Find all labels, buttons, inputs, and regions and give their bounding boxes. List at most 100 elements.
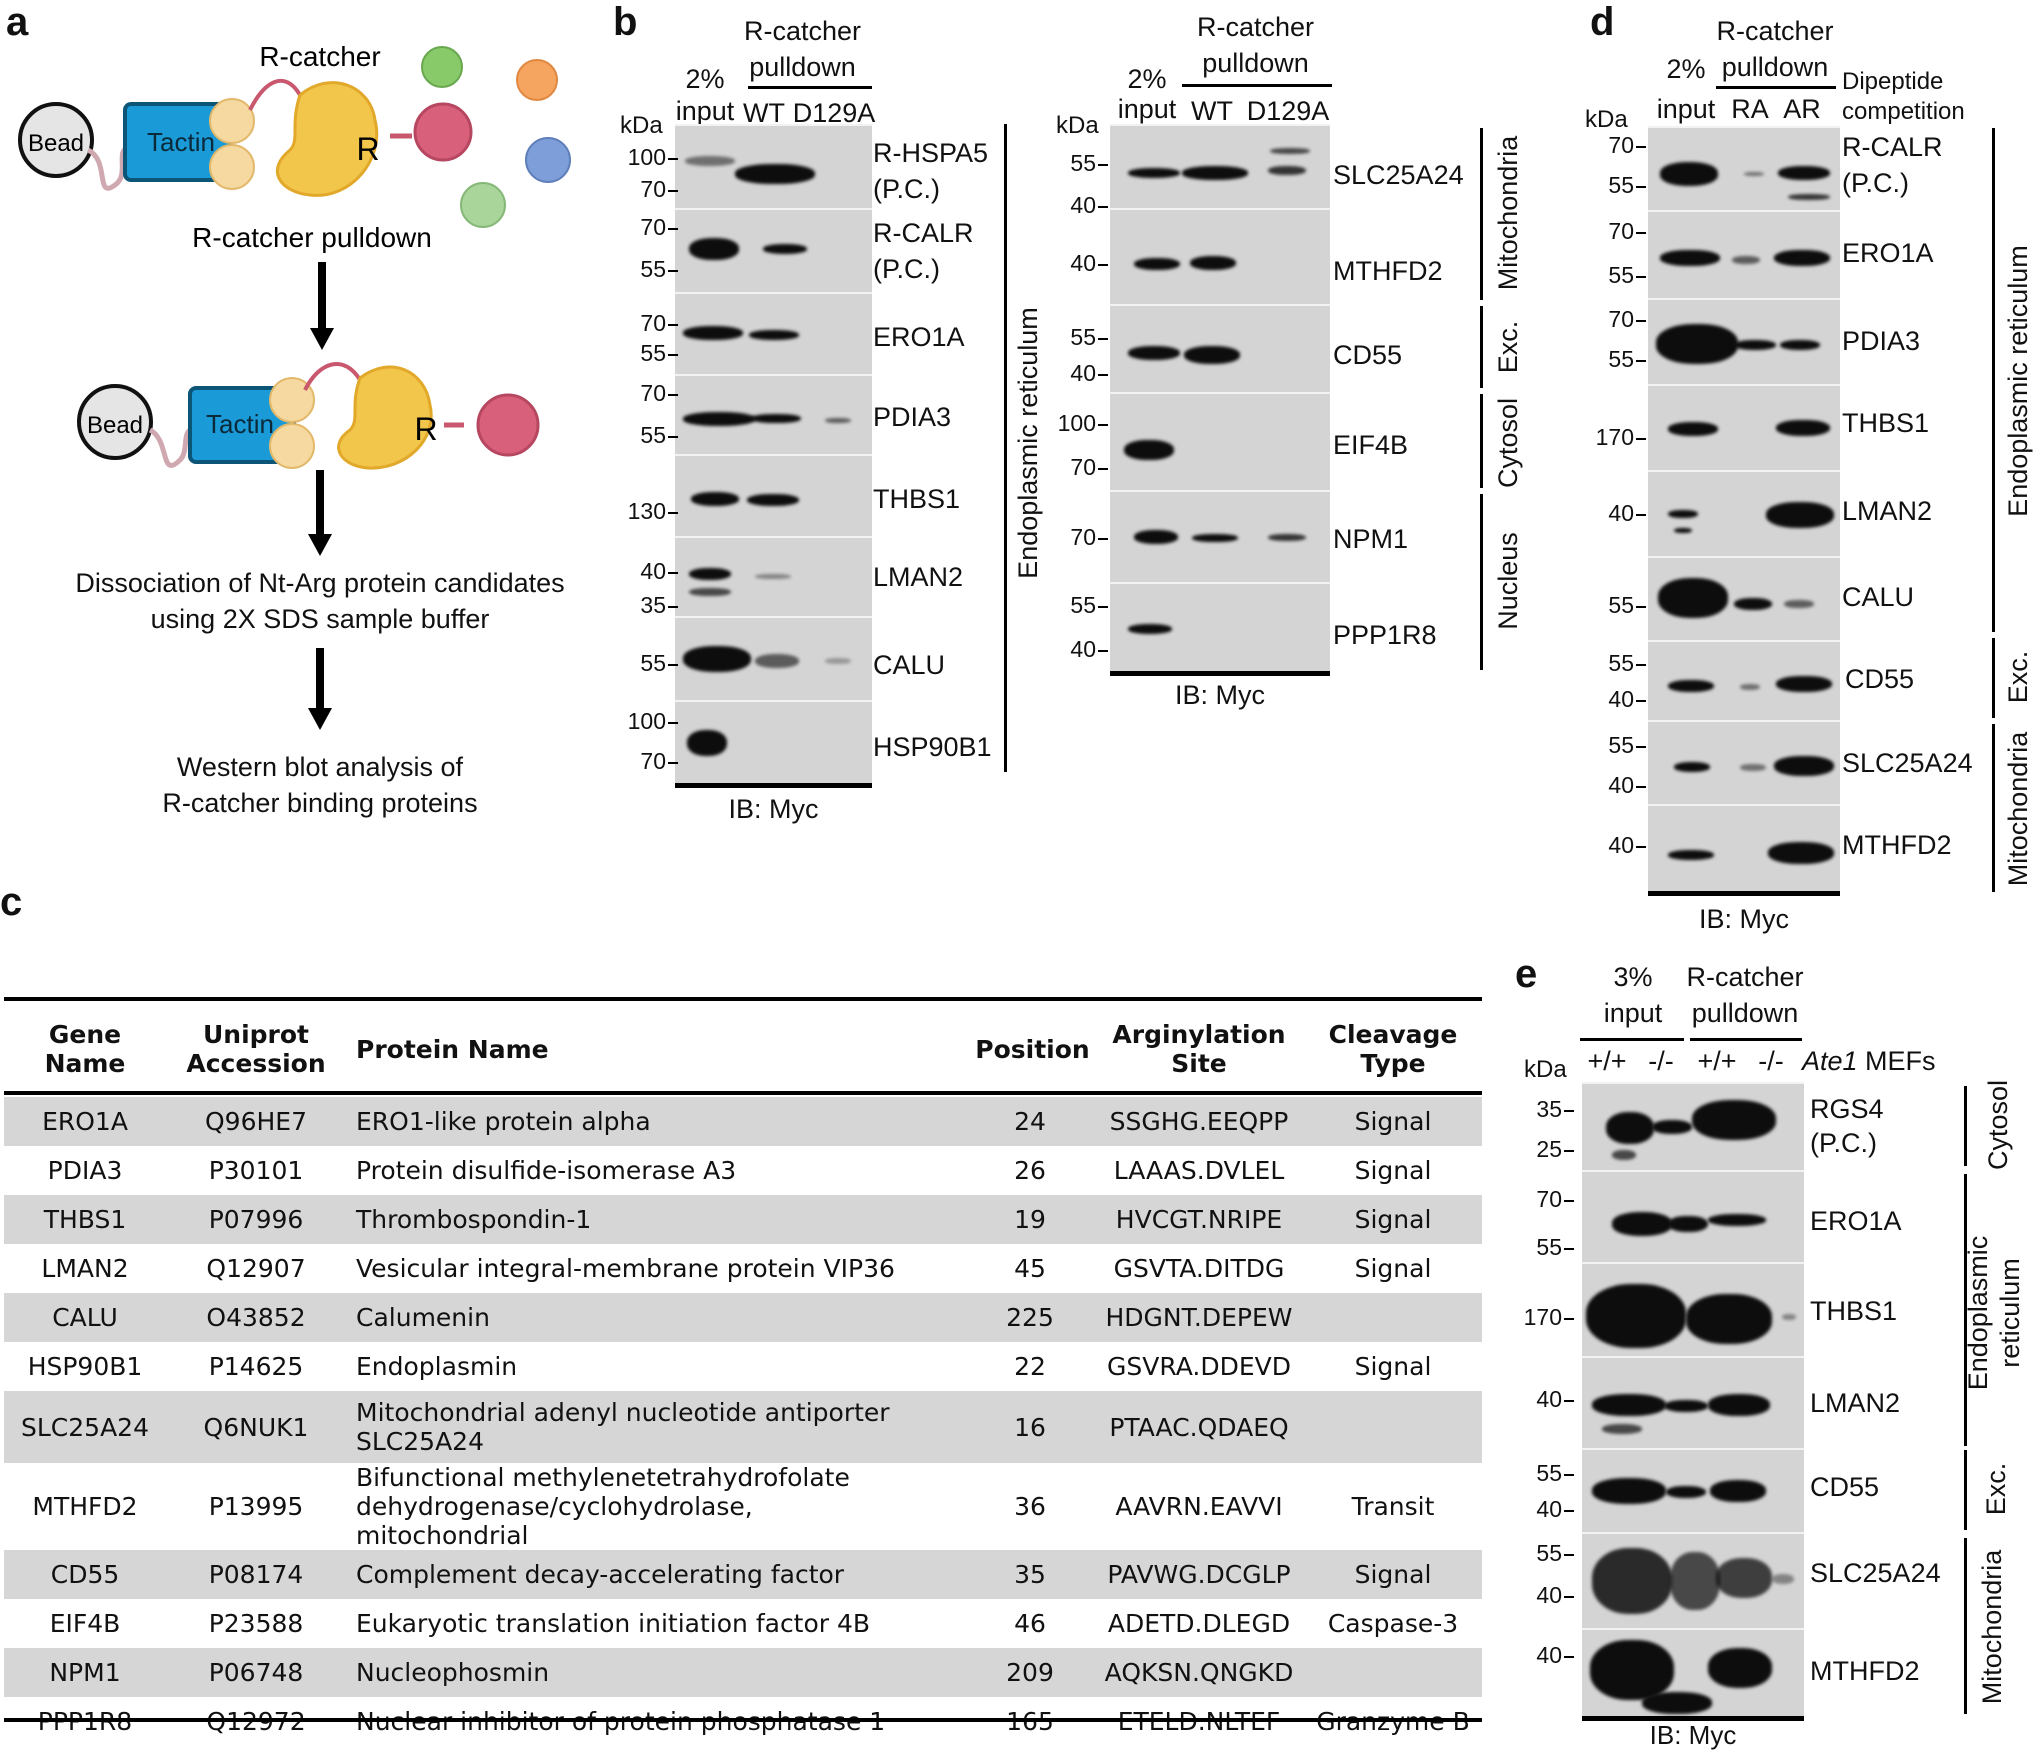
marker: 55: [640, 340, 666, 366]
cell-cleavage: Signal: [1304, 1550, 1482, 1599]
e-ko-1: -/-: [1648, 1046, 1674, 1076]
e-wt-2: +/+: [1697, 1046, 1737, 1076]
marker-tick: [1564, 1510, 1574, 1512]
cell-position: 209: [924, 1648, 1094, 1697]
blot-thbs1: [675, 454, 872, 536]
b2-catcher-1: R-catcher: [1196, 12, 1315, 42]
e-kda-label: kDa: [1524, 1056, 1567, 1083]
cell-site: SSGHG.EEQPP: [1094, 1097, 1304, 1146]
marker-tick: [668, 722, 678, 724]
b-mut-label: D129A: [792, 98, 876, 128]
cell-accession: P23588: [208, 1609, 304, 1638]
cell-cleavage: Transit: [1351, 1492, 1435, 1521]
marker: 40: [1536, 1582, 1562, 1608]
e-wt-1: +/+: [1587, 1046, 1627, 1076]
blot-label: HSP90B1: [873, 732, 992, 762]
d-exc-label: Exc.: [2003, 650, 2033, 704]
b-left-ib: IB: Myc: [728, 794, 819, 824]
marker-tick: [1636, 186, 1646, 188]
cell-gene: CD55: [4, 1550, 166, 1599]
marker: 40: [1070, 636, 1096, 662]
cell-accession: P07996: [166, 1195, 346, 1244]
marker: 40: [1070, 250, 1096, 276]
blot-label: EIF4B: [1333, 430, 1409, 460]
blot-label: R-CALR: [1842, 132, 1943, 162]
blot-e-thbs1: [1582, 1262, 1804, 1356]
marker-tick: [1564, 1200, 1574, 1202]
cell-accession: P14625: [208, 1352, 304, 1381]
marker: 55: [1070, 592, 1096, 618]
bead-label-top: Bead: [28, 130, 84, 157]
cell-gene: THBS1: [4, 1195, 166, 1244]
b-right-bottom-bar: [1110, 671, 1330, 676]
r-letter-mid: R: [414, 411, 437, 447]
bead-label-mid: Bead: [87, 412, 143, 439]
blot-label: THBS1: [1810, 1296, 1898, 1326]
b2-pulldown-bar: [1182, 84, 1332, 87]
cell-accession: Q12907: [206, 1254, 306, 1283]
arrow-down-icon: [308, 470, 332, 556]
marker: 70: [640, 176, 666, 202]
blot-label: R-HSPA5: [873, 138, 989, 168]
blot-label: CD55: [1810, 1472, 1880, 1502]
b-catcher-1: R-catcher: [743, 16, 862, 46]
marker: 70: [1536, 1186, 1562, 1212]
e-er-label-1: Endoplasmic: [1963, 1235, 1993, 1391]
d-input-pct: 2%: [1666, 54, 1706, 84]
d-kda-label: kDa: [1585, 106, 1628, 133]
b-input-pct: 2%: [685, 64, 725, 94]
blot-label: CALU: [873, 650, 946, 680]
cell-cleavage: Signal: [1354, 1156, 1432, 1185]
blot-label: THBS1: [1842, 408, 1930, 438]
cell-gene: CALU: [4, 1293, 166, 1342]
marker: 35: [640, 592, 666, 618]
marker-tick: [1564, 1248, 1574, 1250]
b-right-ib: IB: Myc: [1174, 680, 1265, 710]
b-left-bottom-bar: [675, 783, 872, 788]
marker: 70: [640, 380, 666, 406]
marker-tick: [1636, 514, 1646, 516]
marker: 70: [1070, 524, 1096, 550]
marker: 40: [1536, 1496, 1562, 1522]
e-ko-2: -/-: [1758, 1046, 1784, 1076]
blot-lman2: [675, 536, 872, 616]
b-exc-bracket: [1480, 306, 1483, 388]
marker: 70: [1608, 218, 1634, 244]
marker: 55: [1608, 172, 1634, 198]
blot-hsp90b1: [675, 700, 872, 784]
d-ib: IB: Myc: [1698, 904, 1789, 934]
cell-gene: NPM1: [4, 1648, 166, 1697]
marker: 55: [1536, 1460, 1562, 1486]
marker: 55: [1608, 262, 1634, 288]
cell-gene: EIF4B: [49, 1609, 121, 1638]
marker-tick: [1636, 360, 1646, 362]
c-table-top-rule: [4, 997, 1482, 1001]
cell-cleavage: [1304, 1648, 1482, 1697]
cell-site: ADETD.DLEGD: [1107, 1609, 1291, 1638]
marker: 55: [1608, 732, 1634, 758]
cell-gene: HSP90B1: [27, 1352, 143, 1381]
marker: 100: [1057, 410, 1096, 436]
marker-tick: [668, 436, 678, 438]
marker: 55: [1608, 346, 1634, 372]
cell-position: 46: [1014, 1609, 1046, 1638]
marker: 55: [640, 256, 666, 282]
cell-accession: P30101: [208, 1156, 304, 1185]
d-ra-label: RA: [1731, 94, 1769, 124]
blot-label: THBS1: [873, 484, 961, 514]
marker: 25: [1536, 1136, 1562, 1162]
cell-cleavage: Signal: [1304, 1097, 1482, 1146]
marker-tick: [1636, 276, 1646, 278]
marker: 130: [627, 498, 666, 524]
cell-accession: Q96HE7: [166, 1097, 346, 1146]
blot-label-pc: (P.C.): [1842, 168, 1910, 198]
b-kda-label: kDa: [620, 112, 663, 139]
blot-mthfd2: [1110, 208, 1330, 304]
marker-tick: [1636, 146, 1646, 148]
marker: 100: [627, 144, 666, 170]
cell-site: GSVTA.DITDG: [1113, 1254, 1285, 1283]
